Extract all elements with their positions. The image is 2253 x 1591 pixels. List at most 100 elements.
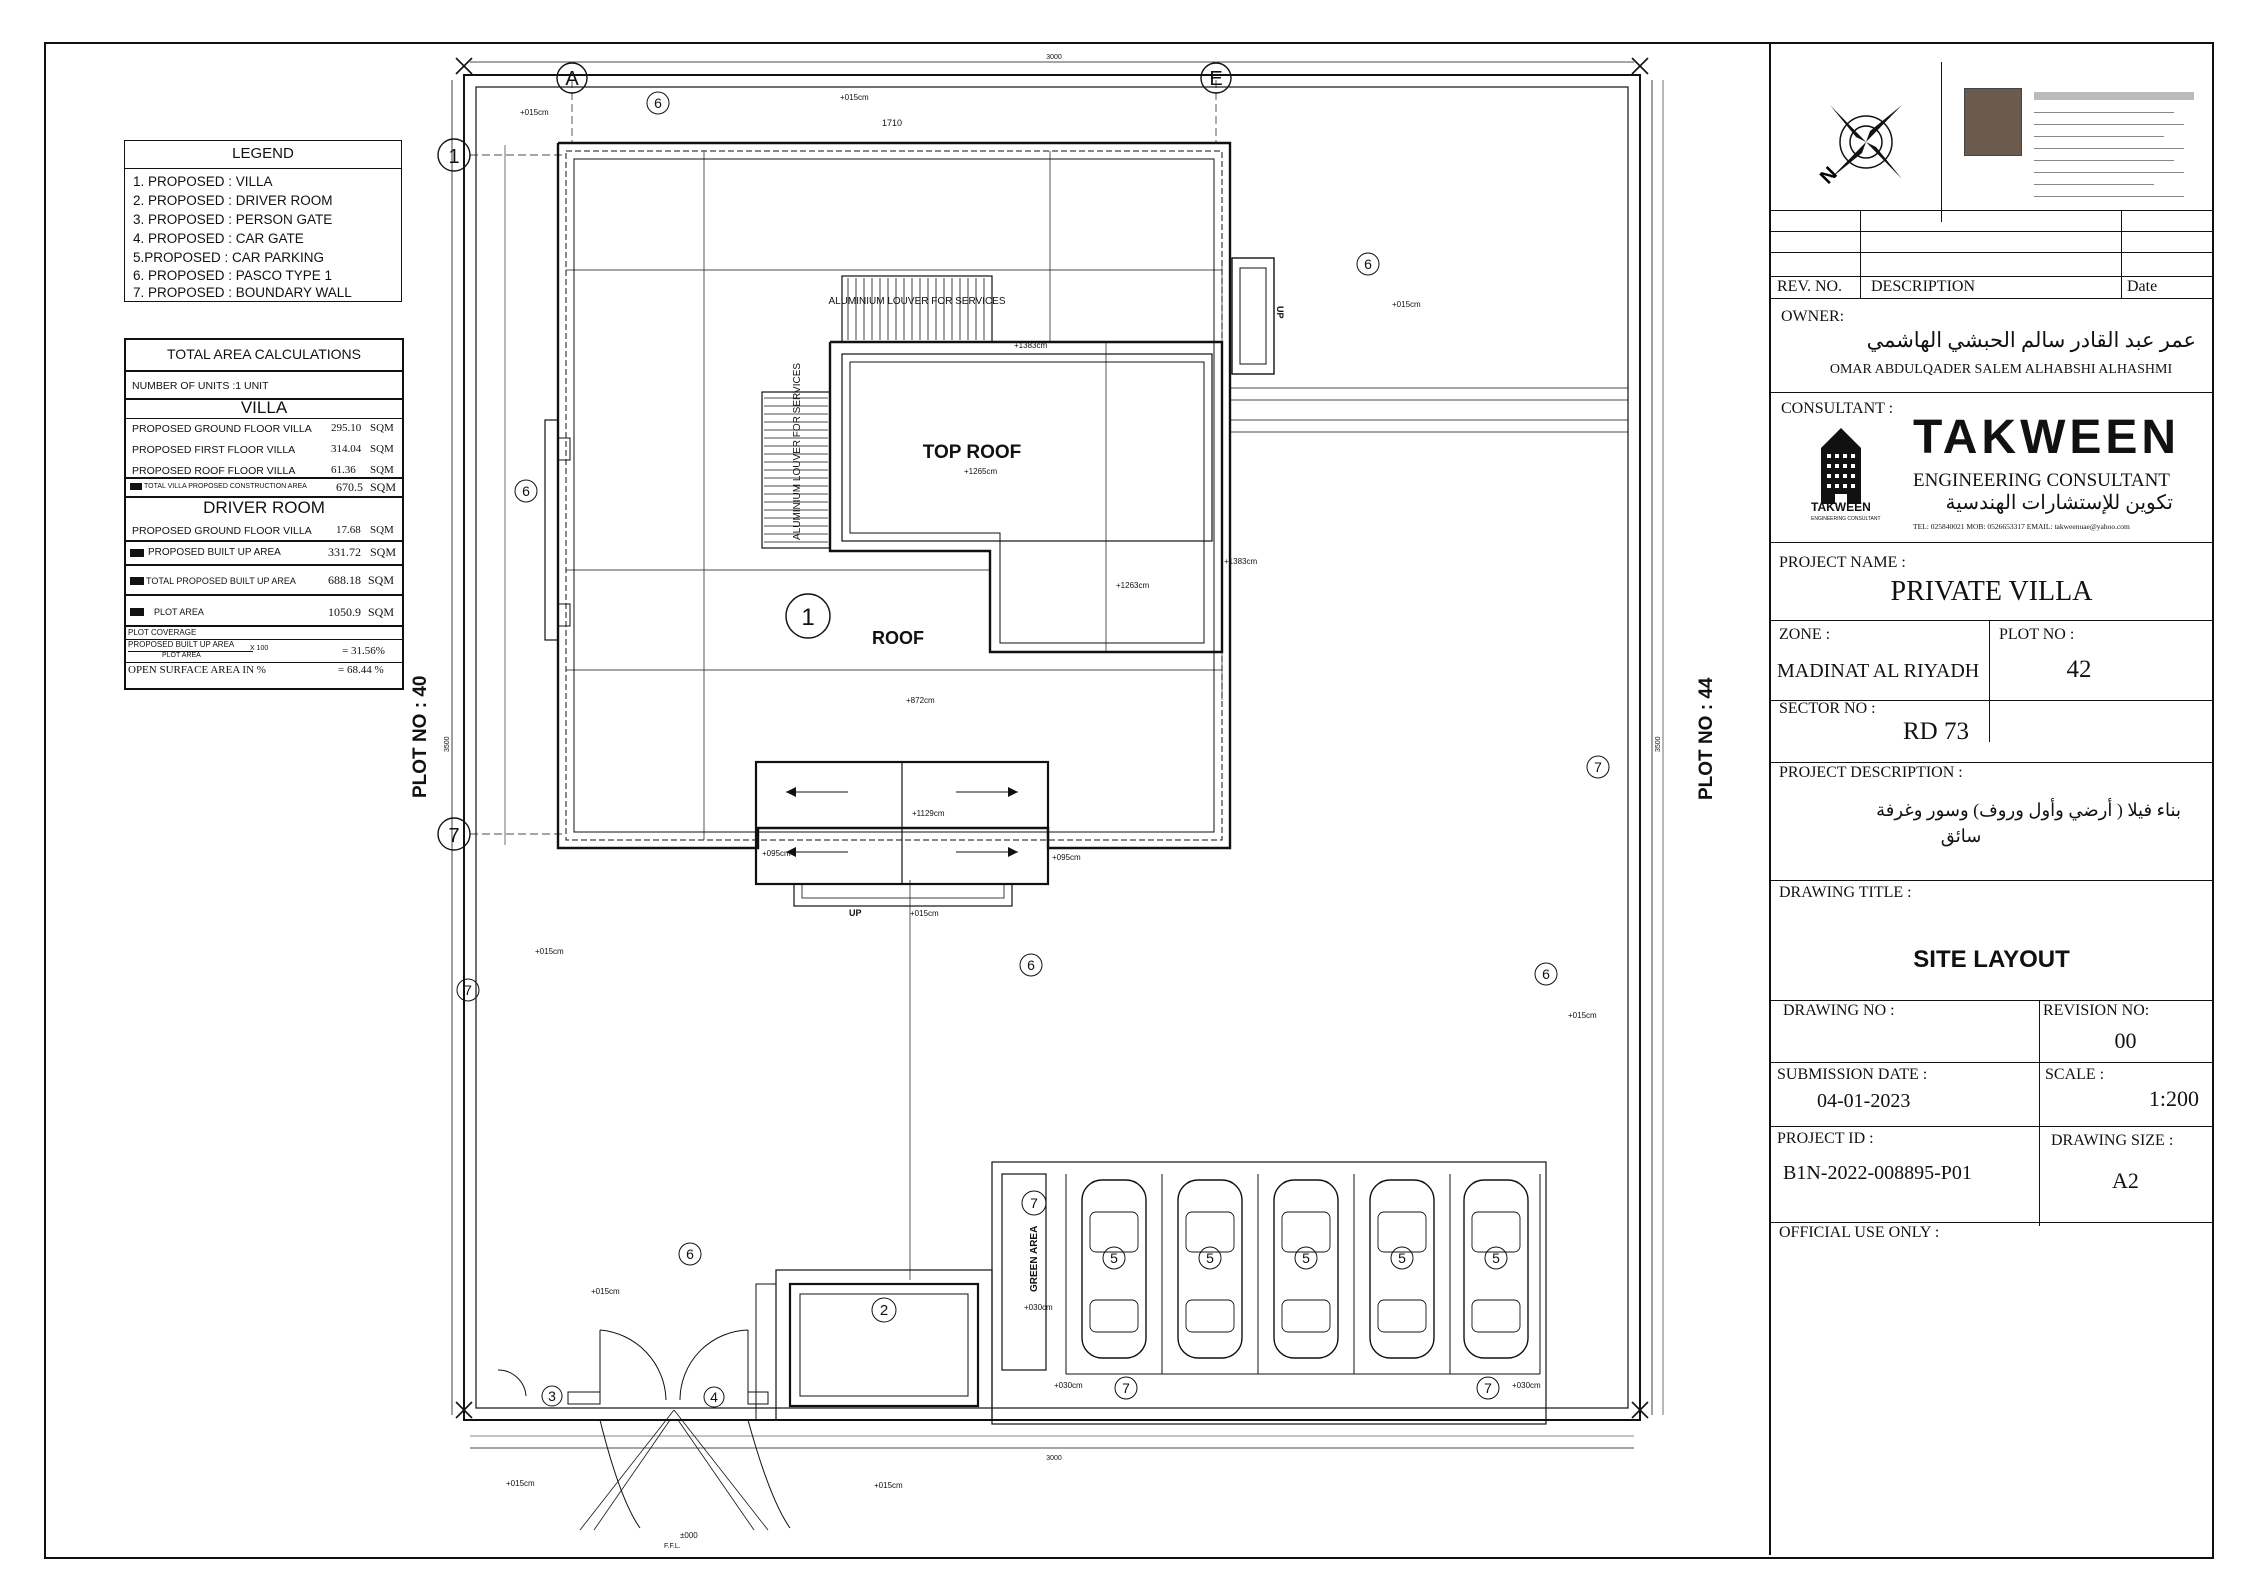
- louver-side-label: ALUMINIUM LOUVER FOR SERVICES: [792, 363, 803, 540]
- ref-car-parking: 5: [1110, 1250, 1118, 1266]
- up-label: UP: [1275, 306, 1285, 319]
- level-tag: +095cm: [762, 849, 791, 858]
- sector-label: SECTOR NO :: [1779, 700, 1876, 717]
- villa-row-label: PROPOSED FIRST FLOOR VILLA: [132, 444, 296, 456]
- ref-wall: 7: [464, 982, 472, 998]
- legend-title: LEGEND: [232, 145, 294, 162]
- car: [1177, 1179, 1243, 1359]
- level-tag: +1129cm: [912, 809, 945, 818]
- level-tag: +095cm: [1052, 853, 1081, 862]
- submission-date-label: SUBMISSION DATE :: [1777, 1066, 1928, 1083]
- plot-area-value: 1050.9: [328, 605, 361, 619]
- level-tag: +1263cm: [1116, 581, 1149, 590]
- top-roof-label: TOP ROOF: [923, 442, 1022, 463]
- roof-label: ROOF: [872, 628, 924, 648]
- level-tag: +030cm: [1024, 1303, 1053, 1312]
- zone-label: ZONE :: [1779, 626, 1831, 643]
- dimension-label: 3500: [444, 736, 451, 752]
- legend-item: 4. PROPOSED : CAR GATE: [133, 231, 304, 246]
- level-tag: +015cm: [591, 1287, 620, 1296]
- dimension-label: 3000: [1046, 1455, 1062, 1462]
- ref-car-gate: 4: [710, 1389, 718, 1405]
- level-tag: +1265cm: [964, 467, 997, 476]
- level-tag: +015cm: [506, 1479, 535, 1488]
- grid-bubble-7: [437, 817, 471, 851]
- villa-outline: [556, 141, 1232, 850]
- coverage-denominator: PLOT AREA: [162, 652, 201, 659]
- project-description-line1: بناء فيلا ( أرضي وأول وروف) وسور وغرفة: [1876, 800, 2181, 820]
- villa-total-value: 670.5: [336, 480, 363, 494]
- legend-item: 7. PROPOSED : BOUNDARY WALL: [133, 285, 352, 300]
- ref-car-parking: 5: [1206, 1250, 1214, 1266]
- total-built-up-label: TOTAL PROPOSED BUILT UP AREA: [146, 576, 296, 586]
- green-area: [1001, 1173, 1047, 1371]
- built-up-value: 331.72: [328, 545, 361, 559]
- grid-bubble-e: [1200, 62, 1232, 94]
- ref-pasco: 6: [1027, 957, 1035, 973]
- level-tag: ±000: [680, 1531, 698, 1540]
- villa-total-unit: SQM: [370, 480, 397, 494]
- logo-text: TAKWEEN: [1811, 500, 1871, 514]
- project-id-value: B1N-2022-008895-P01: [1783, 1162, 1972, 1184]
- project-name: PRIVATE VILLA: [1890, 576, 2093, 607]
- date-header: Date: [2127, 278, 2158, 295]
- level-tag: +1383cm: [1014, 341, 1047, 350]
- ref-wall: 7: [1030, 1195, 1038, 1211]
- owner-name-english: OMAR ABDULQADER SALEM ALHABSHI ALHASHMI: [1829, 362, 2173, 377]
- up-label: UP: [849, 908, 862, 918]
- grid-label-a: A: [565, 68, 579, 90]
- coverage-value: = 31.56%: [342, 645, 385, 657]
- car: [1463, 1179, 1529, 1359]
- boundary-wall-inner: [475, 86, 1629, 1409]
- zone-value: MADINAT AL RIYADH: [1777, 660, 1980, 682]
- level-tag: +015cm: [1392, 300, 1421, 309]
- firm-contact: TEL: 025840021 MOB: 0526653317 EMAIL: ta…: [1913, 522, 2130, 531]
- plot-no-value: 42: [2066, 656, 2092, 683]
- total-built-up-unit: SQM: [368, 573, 395, 587]
- villa-heading: VILLA: [240, 398, 288, 417]
- level-tag: +015cm: [520, 108, 549, 117]
- level-tag: +015cm: [535, 947, 564, 956]
- villa-row-unit: SQM: [370, 443, 394, 455]
- sheet-border: [44, 42, 2214, 1559]
- legend-item: 2. PROPOSED : DRIVER ROOM: [133, 193, 333, 208]
- grid-label-e: E: [1209, 68, 1222, 90]
- ref-pasco: 6: [654, 95, 662, 111]
- grid-label-1: 1: [448, 146, 459, 168]
- legend-item: 6. PROPOSED : PASCO TYPE 1: [133, 268, 333, 283]
- legend-item: 5.PROPOSED : CAR PARKING: [133, 250, 325, 265]
- driver-heading: DRIVER ROOM: [203, 498, 325, 517]
- takween-logo-icon: [1821, 428, 1861, 504]
- firm-subtitle: ENGINEERING CONSULTANT: [1913, 470, 2170, 491]
- ref-person-gate: 3: [548, 1388, 556, 1404]
- villa-row-unit: SQM: [370, 464, 394, 476]
- firm-name: TAKWEEN: [1913, 411, 2181, 464]
- drawing-title: SITE LAYOUT: [1913, 946, 2070, 973]
- plot-area-label: PLOT AREA: [154, 607, 204, 617]
- legend-item: 3. PROPOSED : PERSON GATE: [133, 212, 333, 227]
- drawing-size-value: A2: [2112, 1168, 2139, 1193]
- villa-row-label: PROPOSED ROOF FLOOR VILLA: [132, 465, 296, 477]
- legend-item: 1. PROPOSED : VILLA: [133, 174, 273, 189]
- north-arrow-icon: N: [1816, 105, 1902, 189]
- submission-date-value: 04-01-2023: [1817, 1090, 1911, 1112]
- ref-pasco: 6: [1364, 256, 1372, 272]
- north-letter: N: [1816, 163, 1842, 189]
- consultant-label: CONSULTANT :: [1781, 400, 1894, 417]
- level-tag: +1383cm: [1224, 557, 1257, 566]
- driver-room-outer: [775, 1269, 993, 1421]
- villa-row-label: PROPOSED GROUND FLOOR VILLA: [132, 423, 312, 435]
- driver-row-value: 17.68: [336, 524, 361, 536]
- official-use-label: OFFICIAL USE ONLY :: [1779, 1224, 1940, 1241]
- rev-no-header: REV. NO.: [1777, 278, 1843, 295]
- total-built-up-value: 688.18: [328, 573, 361, 587]
- ref-car-parking: 5: [1492, 1250, 1500, 1266]
- project-description-line2: سائق: [1940, 826, 1982, 846]
- level-tag: +015cm: [1568, 1011, 1597, 1020]
- title-block: N REV. NO. DESCRIPTION Date OWNER: عمر ع…: [1769, 42, 2212, 1555]
- revision-no-value: 00: [2114, 1028, 2137, 1053]
- car: [1081, 1179, 1147, 1359]
- logo-subtext: ENGINEERING CONSULTANT: [1811, 516, 1881, 522]
- project-id-label: PROJECT ID :: [1777, 1130, 1874, 1147]
- villa-total-label: TOTAL VILLA PROPOSED CONSTRUCTION AREA: [144, 483, 307, 490]
